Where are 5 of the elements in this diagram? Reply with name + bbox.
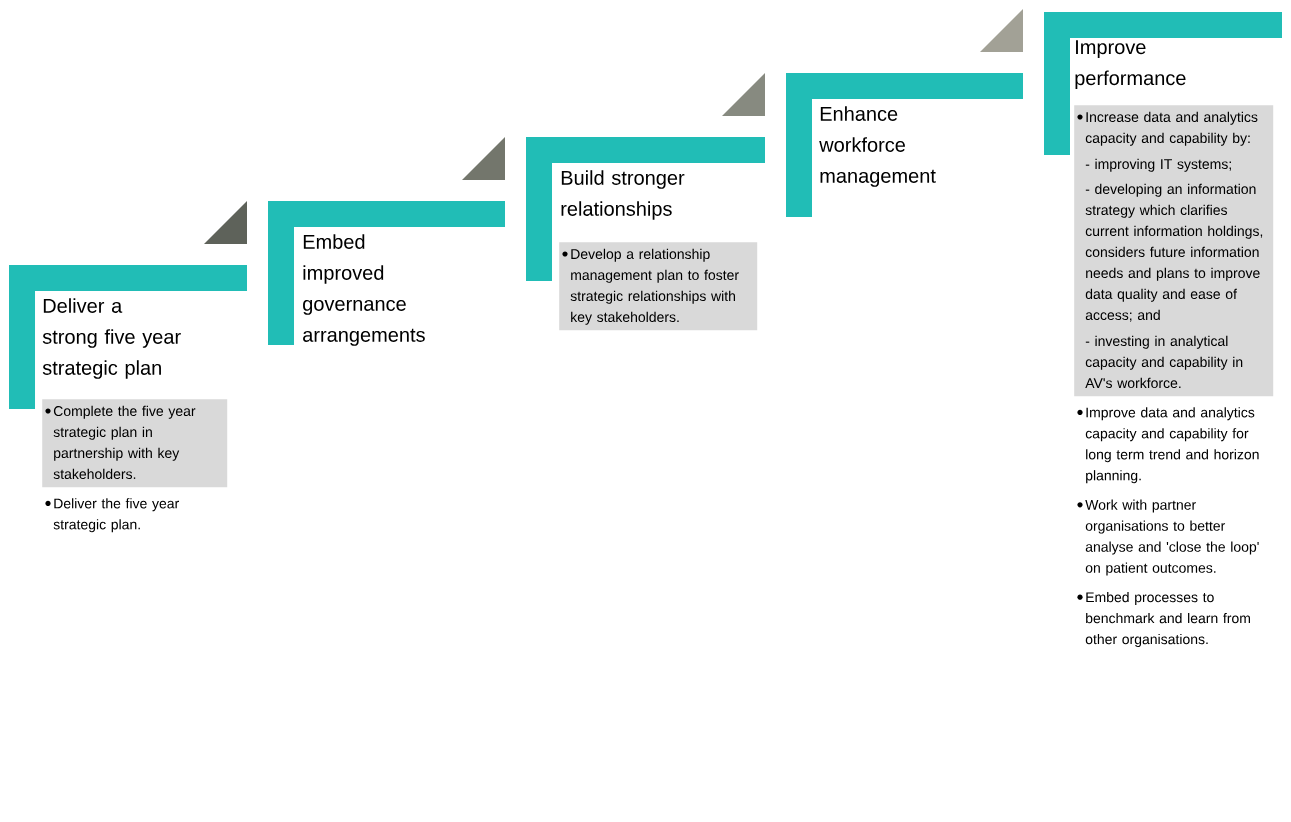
- bullet-box: Complete the five year strategic plan in partnership with key stakeholders.: [42, 399, 228, 488]
- bullet-box: Increase data and analytics capacity and capability by: - improving IT systems; - developing an information strategy which clarifies current information holdings, considers future information needs and plans to improve data quality and ease of access; and - investing in analytical capacity and capability in AV's workforce.: [1074, 105, 1274, 397]
- bullet-text: Work with partner organisations to better analyse and 'close the loop' on patient outcomes.: [1085, 499, 1259, 576]
- bullet-box: Develop a relationship management plan to foster strategic relationships with key stakeholders.: [559, 242, 758, 331]
- bullet-text: Embed processes to benchmark and learn from other organisations.: [1085, 591, 1250, 647]
